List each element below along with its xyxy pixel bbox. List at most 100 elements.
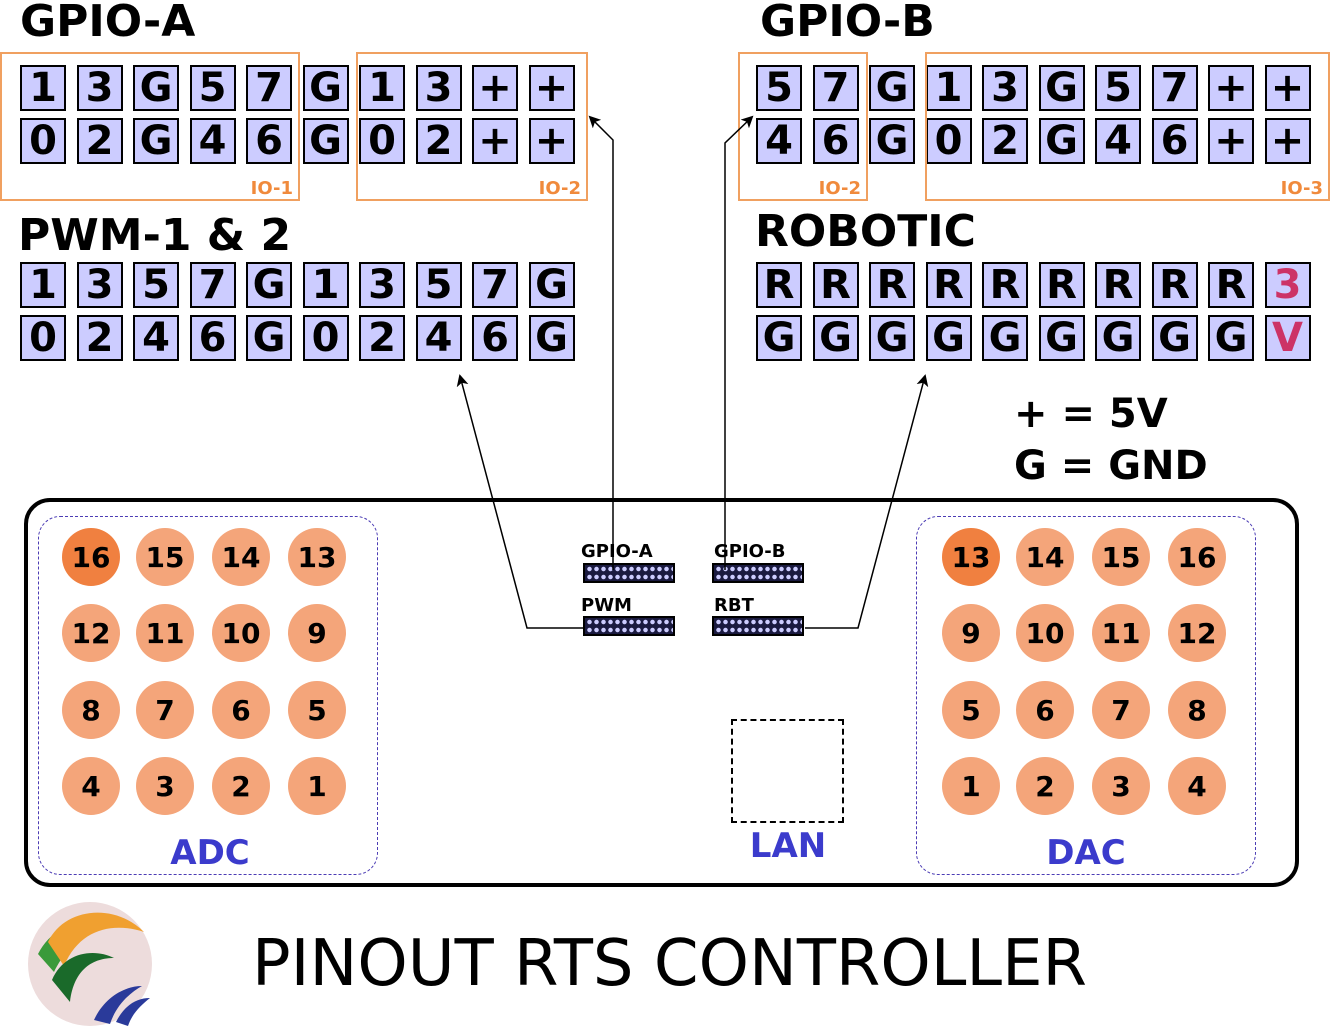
gpio-b-pin: + xyxy=(1208,65,1254,111)
io-1-label: IO-1 xyxy=(250,178,293,199)
robotic-pin: G xyxy=(1095,315,1141,361)
gpio-a-pin: G xyxy=(302,118,349,164)
company-logo xyxy=(28,902,152,1026)
pwm-pin: 5 xyxy=(133,262,179,308)
gpio-a-pin: + xyxy=(528,118,575,164)
gpio-a-pin: 0 xyxy=(20,118,66,164)
pwm-pin: G xyxy=(246,262,292,308)
gpio-a-pin: 3 xyxy=(415,65,462,111)
header-pwm xyxy=(583,616,675,636)
gpio-b-pin: G xyxy=(869,118,915,164)
io-2-box-b: IO-2 xyxy=(738,52,868,201)
robotic-pin: R xyxy=(982,262,1028,308)
robotic-pin: G xyxy=(756,315,802,361)
pwm-pin: G xyxy=(528,262,575,308)
pwm-pin: 3 xyxy=(359,262,405,308)
dac-connector: 3 xyxy=(1092,757,1150,815)
io-3-label: IO-3 xyxy=(1280,178,1323,199)
robotic-pin: G xyxy=(1038,315,1085,361)
pwm-pin: 0 xyxy=(302,315,349,361)
adc-connector: 4 xyxy=(62,757,120,815)
robotic-pin: G xyxy=(1208,315,1254,361)
gpio-b-pin: 3 xyxy=(982,65,1028,111)
pwm-pin: 3 xyxy=(76,262,123,308)
gpio-b-pin: 4 xyxy=(1095,118,1141,164)
gpio-a-pin: 4 xyxy=(189,118,236,164)
pwm-pin: 4 xyxy=(133,315,179,361)
dac-connector: 12 xyxy=(1168,604,1226,662)
pwm-pin: 4 xyxy=(415,315,462,361)
wire-gpio-b xyxy=(724,115,754,570)
dac-connector: 5 xyxy=(942,681,1000,739)
gpio-a-pin: + xyxy=(472,65,518,111)
robotic-pin: G xyxy=(812,315,859,361)
gpio-b-pin: + xyxy=(1208,118,1254,164)
gpio-a-pin: G xyxy=(133,65,179,111)
adc-connector: 5 xyxy=(288,681,346,739)
robotic-title: ROBOTIC xyxy=(755,206,976,257)
gpio-b-pin: 6 xyxy=(812,118,859,164)
robotic-pin: G xyxy=(869,315,915,361)
dac-connector: 1 xyxy=(942,757,1000,815)
adc-connector: 2 xyxy=(212,757,270,815)
gpio-b-pin: 6 xyxy=(1151,118,1198,164)
dac-connector: 6 xyxy=(1016,681,1074,739)
gpio-a-pin: + xyxy=(528,65,575,111)
dac-connector: 15 xyxy=(1092,528,1150,586)
dac-connector: 14 xyxy=(1016,528,1074,586)
gpio-a-pin: G xyxy=(133,118,179,164)
adc-connector: 16 xyxy=(62,528,120,586)
adc-connector: 8 xyxy=(62,681,120,739)
gpio-a-pin: 2 xyxy=(415,118,462,164)
adc-connector: 14 xyxy=(212,528,270,586)
gpio-b-pin: + xyxy=(1264,65,1311,111)
gpio-a-pin: 2 xyxy=(76,118,123,164)
io-2-box-a: IO-2 xyxy=(356,52,588,201)
gpio-b-pin: 0 xyxy=(925,118,972,164)
dac-connector: 8 xyxy=(1168,681,1226,739)
dac-panel xyxy=(916,516,1256,875)
gpio-a-pin: 1 xyxy=(20,65,66,111)
pwm-title: PWM-1 & 2 xyxy=(18,210,292,261)
dac-connector: 4 xyxy=(1168,757,1226,815)
gpio-a-pin: + xyxy=(472,118,518,164)
robotic-pin: G xyxy=(982,315,1028,361)
pwm-pin: 7 xyxy=(472,262,518,308)
robotic-pin: 3 xyxy=(1264,262,1311,308)
dac-label: DAC xyxy=(1046,833,1126,873)
pwm-pin: 6 xyxy=(472,315,518,361)
robotic-pin: R xyxy=(1208,262,1254,308)
robotic-pin: R xyxy=(756,262,802,308)
gpio-b-pin: 7 xyxy=(812,65,859,111)
gpio-a-pin: 1 xyxy=(359,65,405,111)
header-pwm-label: PWM xyxy=(581,595,632,616)
gpio-a-pin: 3 xyxy=(76,65,123,111)
gpio-b-pin: 5 xyxy=(1095,65,1141,111)
gpio-a-pin: 6 xyxy=(246,118,292,164)
pwm-pin: 6 xyxy=(189,315,236,361)
header-gpio-a-label: GPIO-A xyxy=(581,541,653,562)
gpio-a-pin: 7 xyxy=(246,65,292,111)
robotic-pin: V xyxy=(1264,315,1311,361)
adc-connector: 13 xyxy=(288,528,346,586)
wire-rbt xyxy=(805,374,929,629)
gpio-b-title: GPIO-B xyxy=(760,0,935,47)
robotic-pin: R xyxy=(925,262,972,308)
io-2-label-a: IO-2 xyxy=(538,178,581,199)
adc-connector: 12 xyxy=(62,604,120,662)
gpio-b-pin: G xyxy=(1038,65,1085,111)
header-gpio-a xyxy=(583,563,675,583)
robotic-pin: R xyxy=(1151,262,1198,308)
adc-connector: 7 xyxy=(136,681,194,739)
gpio-b-pin: 2 xyxy=(982,118,1028,164)
gpio-b-pin: 1 xyxy=(925,65,972,111)
dac-connector: 7 xyxy=(1092,681,1150,739)
dac-connector: 13 xyxy=(942,528,1000,586)
gpio-b-pin: 4 xyxy=(756,118,802,164)
io-3-box: IO-3 xyxy=(925,52,1330,201)
gpio-b-pin: 7 xyxy=(1151,65,1198,111)
